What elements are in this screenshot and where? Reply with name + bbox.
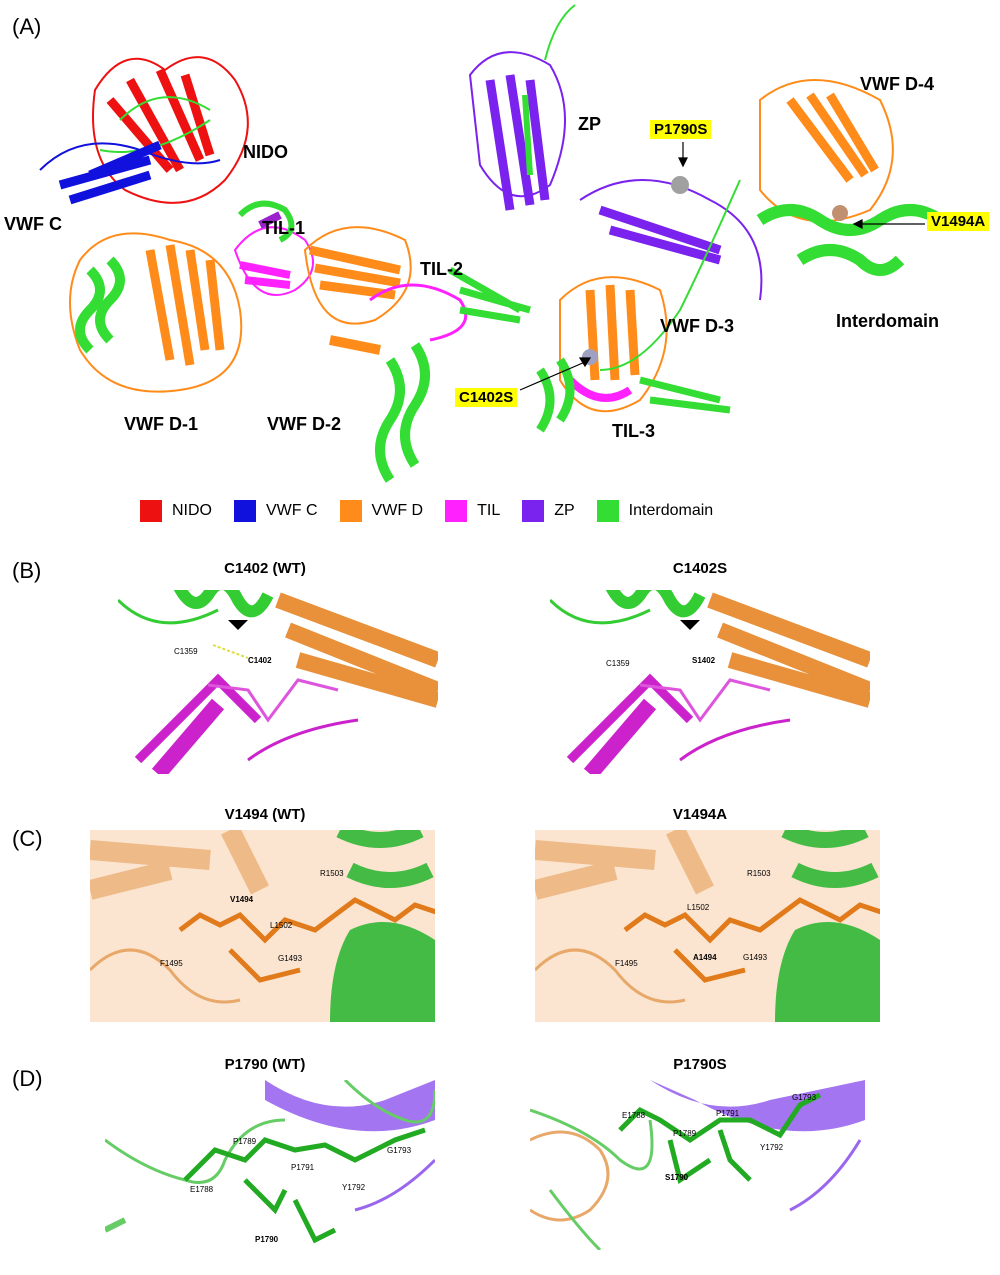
residue-c-right-a1494: A1494 xyxy=(693,953,717,962)
legend-item-nido: NIDO xyxy=(140,500,212,522)
residue-c-right-l1502: L1502 xyxy=(687,903,710,912)
legend-label-zp: ZP xyxy=(554,502,575,519)
residue-c-right-g1493: G1493 xyxy=(743,953,768,962)
mutation-arrows xyxy=(519,142,925,391)
panel-label-d: (D) xyxy=(12,1066,43,1091)
label-vwfd3: VWF D-3 xyxy=(660,316,734,336)
mutation-label-v1494a: V1494A xyxy=(927,212,990,231)
label-vwfd4: VWF D-4 xyxy=(860,74,934,94)
legend-swatch-nido xyxy=(140,500,162,522)
residue-d-left-e1788: E1788 xyxy=(190,1185,214,1194)
legend-item-vwfc: VWF C xyxy=(234,500,318,522)
c-right-title: V1494A xyxy=(672,806,728,823)
b-right-title: C1402S xyxy=(672,560,728,577)
panel-label-c: (C) xyxy=(12,826,43,851)
legend-swatch-zp xyxy=(522,500,545,522)
residue-c-left-r1503: R1503 xyxy=(320,869,344,878)
nido-domain-cartoon xyxy=(92,56,249,204)
protein-structure-figure xyxy=(39,4,944,483)
vwfd3-domain-cartoon xyxy=(536,276,731,433)
residue-c-left-v1494: V1494 xyxy=(230,895,254,904)
legend-label-nido: NIDO xyxy=(172,502,212,519)
residue-c-right-r1503: R1503 xyxy=(747,869,771,878)
color-legend: NIDO VWF C VWF D TIL ZP Interdomain xyxy=(140,500,735,522)
legend-label-vwfc: VWF C xyxy=(266,502,318,519)
residue-d-left-g1793: G1793 xyxy=(387,1146,412,1155)
legend-swatch-vwfc xyxy=(234,500,256,522)
residue-d-right-g1793: G1793 xyxy=(792,1093,817,1102)
b-left-title: C1402 (WT) xyxy=(224,560,306,577)
residue-d-left-p1789: P1789 xyxy=(233,1137,257,1146)
residue-c-right-f1495: F1495 xyxy=(615,959,638,968)
residue-d-right-p1791: P1791 xyxy=(716,1109,740,1118)
label-til1: TIL-1 xyxy=(262,218,305,238)
mutation-label-c1402s: C1402S xyxy=(455,388,518,407)
residue-c-left-f1495: F1495 xyxy=(160,959,183,968)
legend-label-vwfd: VWF D xyxy=(371,502,424,519)
residue-c-left-l1502: L1502 xyxy=(270,921,293,930)
residue-b-left-c1402: C1402 xyxy=(248,656,272,665)
interdomain-helix-center xyxy=(375,342,430,483)
residue-d-right-y1792: Y1792 xyxy=(760,1143,784,1152)
legend-swatch-interdomain xyxy=(596,500,619,522)
vwfc-domain-cartoon xyxy=(39,140,221,205)
legend-item-til: TIL xyxy=(445,500,500,522)
label-nido: NIDO xyxy=(243,142,288,162)
til1-domain-cartoon xyxy=(233,200,314,296)
c-right-structure: R1503 L1502 F1495 A1494 G1493 xyxy=(535,830,880,1022)
legend-label-interdomain: Interdomain xyxy=(628,502,714,519)
residue-d-right-e1788: E1788 xyxy=(622,1111,646,1120)
legend-swatch-vwfd xyxy=(339,500,362,522)
residue-d-right-p1789: P1789 xyxy=(673,1129,697,1138)
vwfd1-domain-cartoon xyxy=(69,232,243,393)
label-vwfd2: VWF D-2 xyxy=(267,414,341,434)
residue-b-left-c1359: C1359 xyxy=(174,647,198,656)
c-left-title: V1494 (WT) xyxy=(224,806,306,823)
til2-domain-cartoon xyxy=(369,266,531,342)
d-left-title: P1790 (WT) xyxy=(224,1056,306,1073)
residue-d-left-p1790: P1790 xyxy=(255,1235,279,1244)
residue-d-left-p1791: P1791 xyxy=(291,1163,315,1172)
d-right-title: P1790S xyxy=(673,1056,727,1073)
legend-swatch-til xyxy=(445,500,468,522)
panel-label-b: (B) xyxy=(12,558,42,583)
legend-label-til: TIL xyxy=(477,502,501,519)
mutation-label-p1790s: P1790S xyxy=(650,120,712,139)
residue-b-right-c1359: C1359 xyxy=(606,659,630,668)
residue-d-left-y1792: Y1792 xyxy=(342,1183,366,1192)
legend-item-interdomain: Interdomain xyxy=(596,500,714,522)
label-til2: TIL-2 xyxy=(420,259,463,279)
d-right-structure: E1788 P1791 G1793 P1789 Y1792 S1790 xyxy=(530,1080,865,1250)
residue-c-left-g1493: G1493 xyxy=(278,954,303,963)
residue-d-right-s1790: S1790 xyxy=(665,1173,689,1182)
label-vwfd1: VWF D-1 xyxy=(124,414,198,434)
d-left-structure: P1789 P1791 E1788 Y1792 G1793 P1790 xyxy=(105,1080,435,1250)
c-left-structure: R1503 V1494 L1502 F1495 G1493 xyxy=(90,830,435,1022)
b-right-structure: C1359 S1402 xyxy=(550,590,870,774)
label-zp: ZP xyxy=(578,114,602,134)
label-til3: TIL-3 xyxy=(612,421,655,441)
residue-b-right-s1402: S1402 xyxy=(692,656,716,665)
label-interdomain: Interdomain xyxy=(836,311,940,331)
panel-label-a: (A) xyxy=(12,14,42,39)
legend-item-vwfd: VWF D xyxy=(339,500,424,522)
zp-domain-cartoon xyxy=(468,4,763,301)
legend-item-zp: ZP xyxy=(522,500,575,522)
b-left-structure: C1359 C1402 xyxy=(118,590,438,774)
vwfd4-domain-cartoon xyxy=(599,79,944,371)
label-vwfc: VWF C xyxy=(4,214,62,234)
